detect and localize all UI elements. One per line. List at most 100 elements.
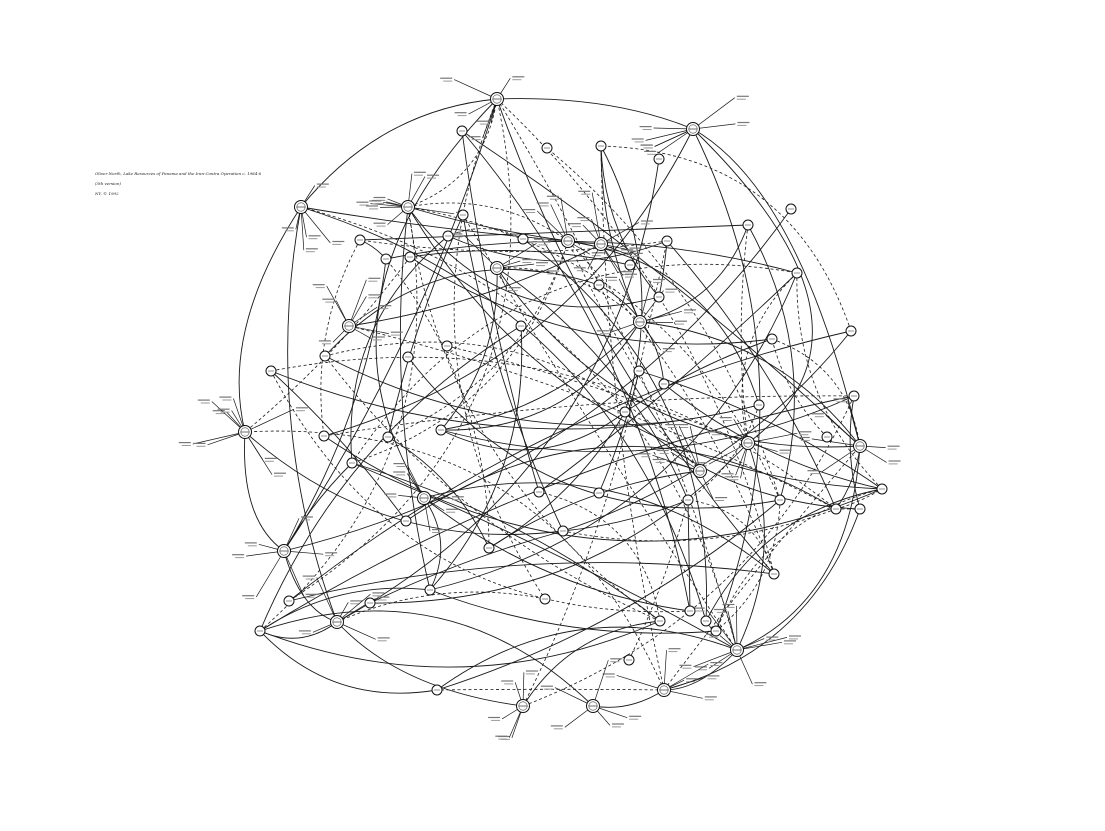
connection-arcs xyxy=(238,98,883,708)
label-scribble xyxy=(640,144,653,146)
spoke-line xyxy=(211,401,246,433)
label-scribble xyxy=(784,643,793,645)
label-scribble xyxy=(480,123,489,125)
label-scribble xyxy=(888,460,901,462)
connection-arc xyxy=(741,272,798,444)
connection-arc xyxy=(244,430,665,691)
hub-node-ring xyxy=(403,202,413,212)
connection-arc xyxy=(323,435,883,542)
label-scribble xyxy=(302,575,315,577)
connection-arc xyxy=(600,145,660,298)
connection-arc xyxy=(387,240,569,438)
connection-arc xyxy=(407,202,569,242)
connection-arc xyxy=(407,206,661,622)
connection-arc xyxy=(409,249,631,266)
label-scribble xyxy=(784,640,796,642)
connection-arc xyxy=(638,240,668,372)
caption-edition: (5th version) xyxy=(95,181,121,186)
label-scribble xyxy=(264,460,274,462)
spoke-line xyxy=(616,675,665,691)
label-scribble xyxy=(799,434,809,436)
connection-arc xyxy=(407,206,660,308)
boundary-arc xyxy=(496,98,694,130)
spoke-line xyxy=(639,310,683,323)
label-scribble xyxy=(553,728,563,730)
boundary-arc xyxy=(287,206,338,623)
label-scribble xyxy=(432,532,441,533)
label-scribble xyxy=(451,499,461,501)
label-scribble xyxy=(833,398,846,400)
label-scribble xyxy=(665,291,675,293)
hub-node-ring xyxy=(296,202,306,212)
handwritten-caption: Oliver North, Lake Resources of Panama a… xyxy=(95,169,315,199)
label-scribble xyxy=(525,670,538,672)
label-scribble xyxy=(446,511,456,513)
label-scribble xyxy=(281,227,294,229)
label-scribble xyxy=(625,273,637,275)
label-scribble xyxy=(634,141,644,143)
label-scribble xyxy=(630,252,643,254)
spoke-line xyxy=(336,621,376,640)
label-scribble xyxy=(215,413,225,415)
connection-arc xyxy=(369,530,564,604)
label-scribble xyxy=(368,294,381,296)
label-scribble xyxy=(581,193,591,195)
label-scribble xyxy=(219,396,232,398)
spoke-line xyxy=(300,206,305,251)
label-scribble xyxy=(631,138,644,140)
connection-arc xyxy=(638,370,883,490)
connection-arc xyxy=(429,325,523,591)
connection-arc xyxy=(663,383,883,490)
connection-arc xyxy=(522,395,855,707)
connection-arc xyxy=(461,130,861,447)
label-scribble xyxy=(668,427,678,428)
label-scribble xyxy=(578,190,591,192)
connection-arc xyxy=(351,240,569,464)
label-scribble xyxy=(451,496,464,498)
label-scribble xyxy=(709,636,719,638)
connection-arc xyxy=(323,128,694,437)
connection-arc xyxy=(324,355,661,622)
label-scribble xyxy=(242,595,255,597)
spoke-line xyxy=(592,660,609,707)
connection-arc xyxy=(399,206,431,591)
spoke-line xyxy=(821,445,861,473)
hub-node-ring xyxy=(635,317,645,327)
label-scribble xyxy=(193,442,206,444)
spoke-line xyxy=(454,79,498,100)
connection-arc xyxy=(567,240,701,472)
label-scribble xyxy=(325,552,338,554)
spoke-line xyxy=(283,550,304,596)
label-scribble xyxy=(305,248,318,250)
boundary-arc xyxy=(238,206,302,433)
label-scribble xyxy=(390,331,403,333)
label-scribble xyxy=(695,666,707,668)
label-scribble xyxy=(295,410,305,412)
label-scribble xyxy=(608,279,618,281)
connection-arc xyxy=(639,321,861,447)
label-scribble xyxy=(710,665,720,666)
connection-arc xyxy=(562,508,837,542)
connection-arc xyxy=(270,356,837,510)
connection-arc xyxy=(336,158,660,623)
label-scribble xyxy=(488,716,501,719)
connection-arc xyxy=(429,272,798,591)
label-scribble xyxy=(264,457,277,459)
spoke-line xyxy=(348,279,367,327)
label-scribble xyxy=(538,244,548,246)
label-scribble xyxy=(284,230,294,232)
label-scribble xyxy=(679,427,689,428)
caption-title: Oliver North, Lake Resources of Panama a… xyxy=(95,171,262,176)
label-scribble xyxy=(766,636,779,638)
connection-arc xyxy=(624,338,773,413)
label-scribble xyxy=(888,463,898,465)
connection-arc xyxy=(259,610,594,707)
spoke-line xyxy=(658,128,694,154)
connection-arc xyxy=(440,395,855,453)
hub-node-ring xyxy=(588,701,598,711)
label-scribble xyxy=(498,738,508,740)
label-scribble xyxy=(550,725,563,727)
connection-arc xyxy=(461,130,691,612)
spoke-line xyxy=(736,605,738,651)
label-scribble xyxy=(797,436,810,439)
